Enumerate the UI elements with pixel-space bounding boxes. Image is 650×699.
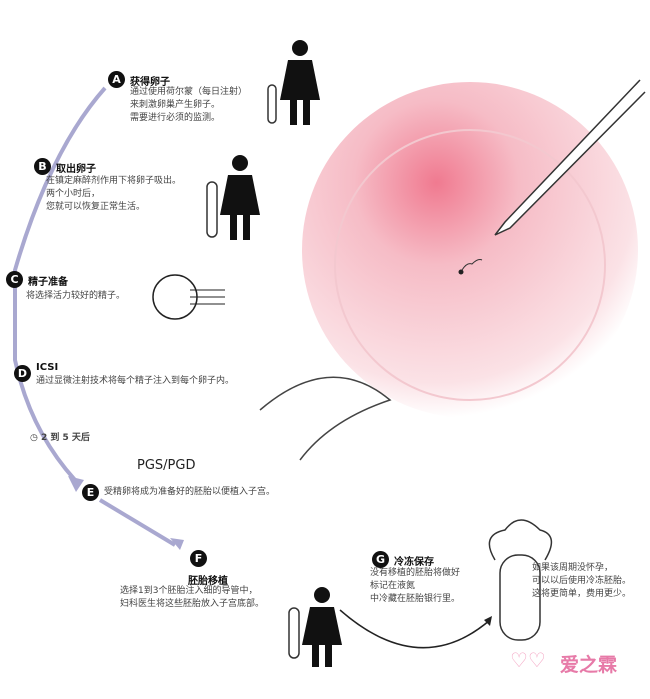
step-badge-g: G (372, 551, 389, 568)
step-e-text: 受精卵将成为准备好的胚胎以便植入子宫。 (104, 487, 276, 497)
step-g-title: 冷冻保存 (394, 557, 434, 568)
frozen-embryo-note: 如果该周期没怀孕，可以以后使用冷冻胚胎。这将更简单，费用更少。 (532, 563, 632, 599)
step-g-text: 没有移植的胚胎将做好标记在液氮中冷藏在胚胎银行里。 (370, 568, 461, 604)
test-tube-icon (206, 84, 553, 659)
step-badge-c: C (6, 271, 23, 288)
arrow-head (68, 476, 84, 492)
injection-needle (494, 79, 646, 236)
woman-icon (220, 40, 342, 667)
pgs-pgd-label: PGS/PGD (137, 458, 196, 473)
flow-arrow-path (13, 86, 177, 547)
egg-inner (334, 129, 606, 401)
step-b-text: 在镇定麻醉剂作用下将卵子吸出。两个小时后，您就可以恢复正常生活。 (46, 176, 182, 212)
step-b-title: 取出卵子 (56, 164, 96, 175)
sperm (461, 259, 483, 271)
timing-label: ◷ 2 到 5 天后 (30, 433, 90, 443)
step-f-text: 选择1到3个胚胎注入细的导管中，妇科医生将这些胚胎放入子宫底部。 (120, 586, 265, 609)
step-a-title: 获得卵子 (130, 77, 170, 88)
holding-pipette (259, 376, 392, 461)
step-c-text: 将选择活力较好的精子。 (26, 291, 126, 301)
step-badge-b: B (34, 158, 51, 175)
step-d-title: ICSI (36, 362, 59, 373)
step-a-text: 通过使用荷尔蒙（每日注射）来刺激卵巢产生卵子。需要进行必须的监测。 (130, 87, 248, 123)
arrow-head (170, 538, 184, 550)
step-c-title: 精子准备 (28, 277, 68, 288)
step-badge-f: F (190, 550, 207, 567)
selection-arrows (190, 289, 225, 305)
step-d-text: 通过显微注射技术将每个精子注入到每个卵子内。 (36, 376, 235, 386)
heart-logo-icon: ♡♡ (510, 648, 546, 672)
watermark: 爱之霖 (560, 654, 618, 676)
egg-cell (302, 82, 638, 418)
freeze-arrow (339, 609, 491, 649)
step-badge-e: E (82, 484, 99, 501)
step-badge-d: D (14, 365, 31, 382)
step-f-title: 胚胎移植 (188, 576, 228, 587)
step-badge-a: A (108, 71, 125, 88)
